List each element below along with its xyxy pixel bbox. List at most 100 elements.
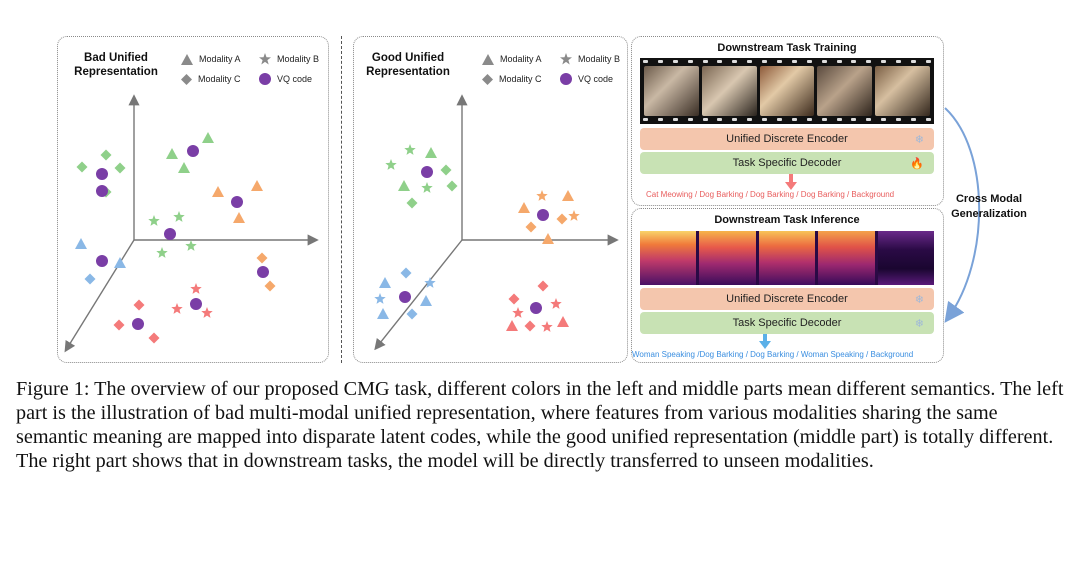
star-marker — [385, 159, 397, 170]
diamond-marker — [508, 293, 520, 305]
down-arrow-icon — [759, 334, 771, 349]
triangle-marker — [75, 238, 87, 249]
encoder-label: Unified Discrete Encoder — [726, 293, 848, 305]
triangle-marker — [518, 202, 530, 213]
star-marker — [550, 298, 562, 309]
audio-spectrogram — [640, 231, 935, 285]
snowflake-icon: ❄ — [914, 293, 924, 306]
diamond-icon — [482, 73, 493, 85]
panel-divider — [341, 36, 342, 363]
vq-code-marker — [257, 266, 269, 278]
vq-code-marker — [96, 255, 108, 267]
diamond-marker — [256, 252, 268, 264]
triangle-marker — [425, 147, 437, 158]
diamond-marker — [114, 162, 126, 174]
vq-code-marker — [399, 291, 411, 303]
triangle-marker — [562, 190, 574, 201]
star-icon — [560, 53, 572, 65]
snowflake-icon: ❄ — [914, 317, 924, 330]
triangle-marker — [398, 180, 410, 191]
star-marker — [536, 190, 548, 201]
legend-modality-c: Modality C — [198, 74, 241, 84]
training-title: Downstream Task Training — [717, 42, 857, 54]
legend-vq-code: VQ code — [277, 74, 313, 84]
diamond-marker — [556, 213, 568, 225]
video-frame — [644, 66, 699, 116]
snowflake-icon: ❄ — [914, 133, 924, 146]
z-axis — [374, 239, 463, 351]
circle-icon — [259, 73, 271, 85]
star-marker — [512, 307, 524, 318]
cross-modal-arrow — [944, 107, 981, 323]
triangle-icon — [181, 53, 193, 65]
diamond-marker — [525, 221, 537, 233]
triangle-marker — [166, 148, 178, 159]
legend-middle: Modality A Modality B Modality C VQ code — [482, 49, 638, 89]
down-arrow-icon — [785, 174, 797, 190]
z-axis — [64, 239, 135, 353]
diamond-marker — [400, 267, 412, 279]
star-marker — [185, 240, 197, 251]
triangle-icon — [482, 53, 494, 65]
legend-vq-code: VQ code — [578, 74, 614, 84]
star-marker — [424, 277, 436, 288]
legend-modality-b: Modality B — [277, 54, 320, 64]
triangle-marker — [506, 320, 518, 331]
star-marker — [148, 215, 160, 226]
inference-title: Downstream Task Inference — [714, 214, 860, 226]
diamond-marker — [264, 280, 276, 292]
vq-code-marker — [231, 196, 243, 208]
diamond-marker — [446, 180, 458, 192]
vq-code-marker — [96, 168, 108, 180]
training-encoder-bar: Unified Discrete Encoder ❄ — [640, 128, 934, 150]
spectrogram-segment — [877, 231, 935, 285]
star-marker — [568, 210, 580, 221]
diamond-marker — [148, 332, 160, 344]
spectrogram-segment — [640, 231, 697, 285]
star-icon — [259, 53, 271, 65]
triangle-marker — [377, 308, 389, 319]
video-filmstrip — [640, 58, 934, 124]
legend-modality-c: Modality C — [499, 74, 542, 84]
triangle-marker — [114, 257, 126, 268]
legend-modality-b: Modality B — [578, 54, 621, 64]
vq-code-marker — [132, 318, 144, 330]
star-marker — [541, 321, 553, 332]
bad-representation-title: Bad Unified Representation — [74, 52, 158, 78]
diamond-marker — [524, 320, 536, 332]
legend-modality-a: Modality A — [199, 54, 241, 64]
star-marker — [374, 293, 386, 304]
diamond-marker — [76, 161, 88, 173]
video-frame — [759, 66, 815, 116]
cross-modal-generalization-label: Cross Modal Generalization — [951, 193, 1027, 220]
video-frame — [701, 66, 757, 116]
figure-caption: Figure 1: The overview of our proposed C… — [16, 378, 1064, 472]
decoder-label: Task Specific Decoder — [732, 317, 842, 329]
star-marker — [171, 303, 183, 314]
triangle-marker — [542, 233, 554, 244]
legend-modality-a: Modality A — [500, 54, 542, 64]
star-marker — [421, 182, 433, 193]
diamond-marker — [406, 197, 418, 209]
star-marker — [404, 144, 416, 155]
vq-code-marker — [96, 185, 108, 197]
diamond-marker — [440, 164, 452, 176]
vq-code-marker — [187, 145, 199, 157]
vq-code-marker — [421, 166, 433, 178]
diamond-marker — [113, 319, 125, 331]
decoder-label: Task Specific Decoder — [732, 157, 842, 169]
vq-code-marker — [537, 209, 549, 221]
triangle-marker — [557, 316, 569, 327]
triangle-marker — [212, 186, 224, 197]
good-representation-title: Good Unified Representation — [366, 52, 450, 78]
triangle-marker — [420, 295, 432, 306]
good-representation-panel — [353, 36, 628, 363]
vq-code-marker — [190, 298, 202, 310]
inference-output-labels: Woman Speaking /Dog Barking / Dog Barkin… — [632, 350, 914, 359]
spectrogram-segment — [818, 231, 875, 285]
diamond-marker — [84, 273, 96, 285]
star-marker — [173, 211, 185, 222]
training-output-labels: Cat Meowing / Dog Barking / Dog Barking … — [646, 190, 895, 199]
inference-decoder-bar: Task Specific Decoder ❄ — [640, 312, 934, 334]
